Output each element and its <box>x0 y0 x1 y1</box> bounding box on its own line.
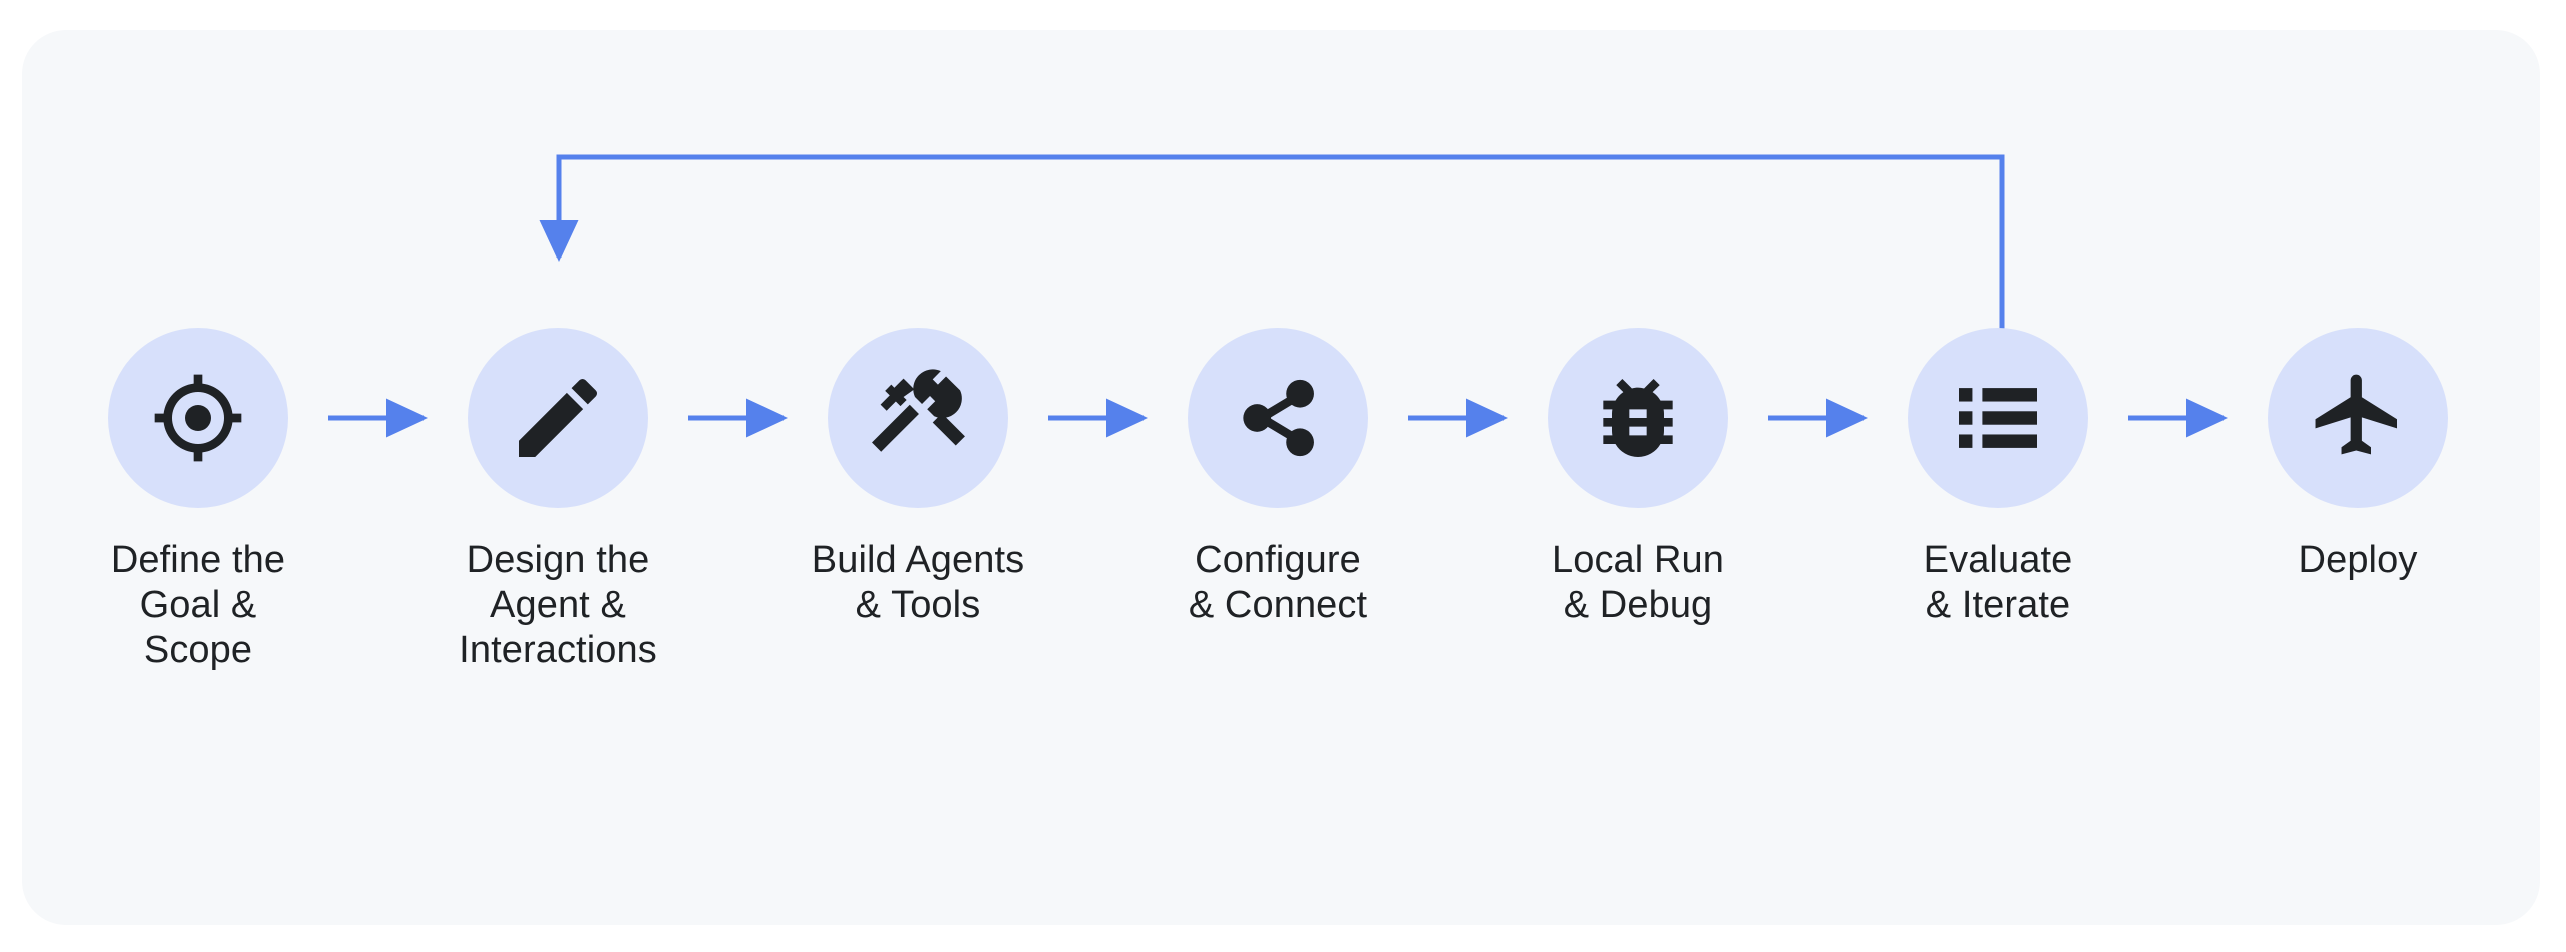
step-design-the-agent-and-interactions[interactable]: Design the Agent & Interactions <box>438 328 678 672</box>
bug-icon <box>1603 378 1673 457</box>
hammer-and-wrench-icon <box>872 369 965 452</box>
step-local-run-and-debug[interactable]: Local Run & Debug <box>1518 328 1758 628</box>
share-nodes-icon <box>1243 379 1314 457</box>
step-icon-circle <box>1188 328 1368 508</box>
step-label: Design the Agent & Interactions <box>459 539 657 671</box>
step-label: Deploy <box>2298 539 2418 581</box>
step-define-the-goal-and-scope[interactable]: Define the Goal & Scope <box>78 328 318 672</box>
step-build-agents-and-tools[interactable]: Build Agents & Tools <box>798 328 1038 628</box>
step-icon-circle <box>2268 328 2448 508</box>
step-label: Configure & Connect <box>1188 539 1368 626</box>
step-label: Evaluate & Iterate <box>1923 539 2073 626</box>
step-label: Define the Goal & Scope <box>110 539 286 671</box>
step-deploy[interactable]: Deploy <box>2238 328 2478 583</box>
feedback-loop-arrow <box>539 154 2005 330</box>
step-icon-circle <box>1908 328 2088 508</box>
step-icon-circle <box>108 328 288 508</box>
step-label: Build Agents & Tools <box>811 539 1025 626</box>
step-label: Local Run & Debug <box>1551 539 1724 626</box>
airplane-icon <box>2315 374 2397 455</box>
step-evaluate-and-iterate[interactable]: Evaluate & Iterate <box>1878 328 2118 628</box>
step-icon-circle <box>828 328 1008 508</box>
step-icon-circle <box>468 328 648 508</box>
step-configure-and-connect[interactable]: Configure & Connect <box>1158 328 1398 628</box>
list-checklist-icon <box>1959 388 2037 448</box>
target-crosshair-icon <box>154 374 242 462</box>
pencil-edit-icon <box>519 378 598 457</box>
step-icon-circle <box>1548 328 1728 508</box>
